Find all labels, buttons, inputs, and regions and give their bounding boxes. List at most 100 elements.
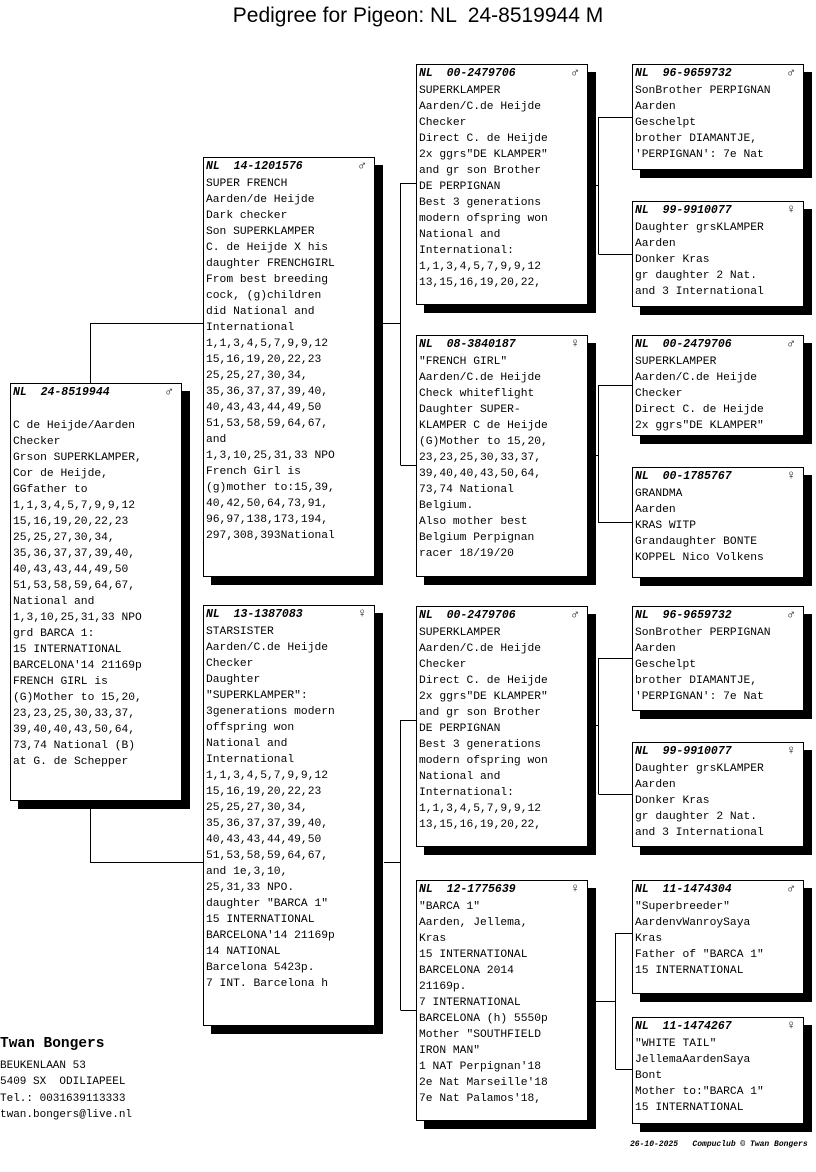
pigeon-info-line: AardenvWanroySaya xyxy=(635,917,751,929)
pigeon-info-line: STARSISTER xyxy=(206,626,274,638)
pigeon-info-line: 2x ggrs"DE KLAMPER" xyxy=(419,149,548,161)
female-icon: ♀ xyxy=(358,606,366,621)
pigeon-info-line: BARCELONA'14 21169p xyxy=(206,930,335,942)
pigeon-info-line: 23,23,25,30,33,37, xyxy=(13,708,136,720)
male-icon: ♂ xyxy=(787,65,795,80)
pigeon-info-line: daughter "BARCA 1" xyxy=(206,898,329,910)
pigeon-info-line: 15,16,19,20,22,23 xyxy=(206,354,322,366)
pigeon-info-line: KLAMPER C de Heijde xyxy=(419,420,548,432)
pigeon-info-line: 3generations modern xyxy=(206,706,335,718)
pigeon-info-line: Aarden xyxy=(635,779,676,791)
pigeon-info-line: and xyxy=(206,434,227,446)
pigeon-info-line: 40,42,50,64,73,91, xyxy=(206,498,329,510)
pigeon-info-line: JellemaAardenSaya xyxy=(635,1054,751,1066)
pigeon-info-line: National and xyxy=(419,229,501,241)
pigeon-info-line: 35,36,37,37,39,40, xyxy=(206,818,329,830)
pigeon-info-line: Geschelpt xyxy=(635,117,697,129)
pigeon-info-line: Direct C. de Heijde xyxy=(419,675,548,687)
pigeon-info-line: and gr son Brother xyxy=(419,165,542,177)
ring-number: NL 00-1785767 xyxy=(635,470,732,483)
pigeon-info-line: From best breeding xyxy=(206,274,329,286)
pigeon-card: NL 12-1775639♀"BARCA 1"Aarden, Jellema,K… xyxy=(416,880,588,1121)
pigeon-info-line: (g)mother to:15,39, xyxy=(206,482,335,494)
pigeon-info-line: at G. de Schepper xyxy=(13,756,129,768)
owner-phone: Tel.: 0031639113333 xyxy=(0,1092,126,1105)
pigeon-info-line: Daughter SUPER- xyxy=(419,404,521,416)
pigeon-info-line: 51,53,58,59,64,67, xyxy=(13,580,136,592)
pigeon-card-header: NL 99-9910077♀ xyxy=(635,202,803,220)
pigeon-card: NL 13-1387083 ♀ STARSISTER Aarden/C.de Heij… xyxy=(203,605,375,1026)
pigeon-info-line: 1 NAT Perpignan'18 xyxy=(419,1061,542,1073)
pigeon-info-line: BARCELONA 2014 xyxy=(419,965,514,977)
pigeon-info-line: 23,23,25,30,33,37, xyxy=(419,452,542,464)
pigeon-info-line: 15,16,19,20,22,23 xyxy=(206,786,322,798)
pigeon-info-line: GRANDMA xyxy=(635,488,683,500)
pigeon-info-line: Daughter grsKLAMPER xyxy=(635,222,764,234)
pigeon-info-line: (G)Mother to 15,20, xyxy=(13,692,142,704)
pigeon-info-line: 1,1,3,4,5,7,9,9,12 xyxy=(206,338,329,350)
ring-number: NL 14-1201576 xyxy=(206,160,303,173)
pigeon-info-line: French Girl is xyxy=(206,466,301,478)
pigeon-info-line: Aarden/C.de Heijde xyxy=(419,643,542,655)
pigeon-info-line: 15 INTERNATIONAL xyxy=(206,914,315,926)
male-icon: ♂ xyxy=(571,607,579,622)
pigeon-info-line xyxy=(13,402,181,418)
ring-number: NL 00-2479706 xyxy=(419,609,516,622)
pigeon-info-line: Checker xyxy=(206,658,254,670)
pigeon-card-header: NL 96-9659732♂ xyxy=(635,608,803,625)
female-icon: ♀ xyxy=(787,743,795,758)
ring-number: NL 13-1387083 xyxy=(206,608,303,621)
ring-number: NL 99-9910077 xyxy=(635,745,732,758)
male-icon: ♂ xyxy=(787,336,795,351)
pigeon-info-line: Daughter xyxy=(206,674,261,686)
connector-g2-1 xyxy=(589,117,632,255)
pigeon-info-line: daughter FRENCHGIRL xyxy=(206,258,335,270)
pigeon-info-line: and gr son Brother xyxy=(419,707,542,719)
pigeon-card-header: NL 00-2479706♂ xyxy=(419,66,587,83)
pigeon-info-line: SonBrother PERPIGNAN xyxy=(635,85,771,97)
pigeon-info-line: 13,15,16,19,20,22, xyxy=(419,277,542,289)
owner-email: twan.bongers@live.nl xyxy=(0,1108,133,1121)
pigeon-info-line: gr daughter 2 Nat. xyxy=(635,811,758,823)
female-icon: ♀ xyxy=(787,202,795,217)
pigeon-info-line: Barcelona 5423p. xyxy=(206,962,315,974)
print-footer: 26-10-2025 Compuclub © Twan Bongers xyxy=(630,1140,808,1149)
pigeon-info-line: 35,36,37,37,39,40, xyxy=(206,386,329,398)
ring-number: NL 11-1474304 xyxy=(635,883,732,896)
pigeon-info-line: Dark checker xyxy=(206,210,288,222)
pigeon-info-line: 1,1,3,4,5,7,9,9,12 xyxy=(13,500,136,512)
pigeon-info-line: DE PERPIGNAN xyxy=(419,181,501,193)
pigeon-info-line: Aarden/C.de Heijde xyxy=(206,642,329,654)
pigeon-info-line: 51,53,58,59,64,67, xyxy=(206,418,329,430)
pigeon-info-line: DE PERPIGNAN xyxy=(419,723,501,735)
pigeon-info-line: National and xyxy=(13,596,95,608)
pigeon-info-line: Aarden/C.de Heijde xyxy=(419,101,542,113)
pigeon-card-header: NL 00-2479706♂ xyxy=(635,336,803,354)
pigeon-info-line: Aarden/de Heijde xyxy=(206,194,315,206)
pigeon-info-line: 1,1,3,4,5,7,9,9,12 xyxy=(206,770,329,782)
pigeon-info-line: Aarden xyxy=(635,101,676,113)
pigeon-info-line: IRON MAN" xyxy=(419,1045,481,1057)
pigeon-info-line: Geschelpt xyxy=(635,659,697,671)
pigeon-info-line: did National and xyxy=(206,306,315,318)
male-icon: ♂ xyxy=(165,384,173,399)
pigeon-info-line: 13,15,16,19,20,22, xyxy=(419,819,542,831)
female-icon: ♀ xyxy=(571,336,579,351)
pigeon-info-line: 15 INTERNATIONAL xyxy=(13,644,122,656)
pigeon-info-line: SUPER FRENCH xyxy=(206,178,288,190)
pigeon-info-line: SonBrother PERPIGNAN xyxy=(635,627,771,639)
pigeon-info-line: 2e Nat Marseille'18 xyxy=(419,1077,548,1089)
pigeon-info-line: 25,25,27,30,34, xyxy=(13,532,115,544)
pigeon-info-line: Mother to:"BARCA 1" xyxy=(635,1086,764,1098)
pigeon-info-line: 51,53,58,59,64,67, xyxy=(206,850,329,862)
pigeon-card-header: NL 14-1201576♂ xyxy=(206,159,374,176)
pigeon-info-line: 25,25,27,30,34, xyxy=(206,802,308,814)
pigeon-info-line: "FRENCH GIRL" xyxy=(419,356,508,368)
pigeon-info-line: BARCELONA (h) 5550p xyxy=(419,1013,548,1025)
pigeon-info-line: SUPERKLAMPER xyxy=(419,85,501,97)
pigeon-info-line: 2x ggrs"DE KLAMPER" xyxy=(635,420,764,432)
